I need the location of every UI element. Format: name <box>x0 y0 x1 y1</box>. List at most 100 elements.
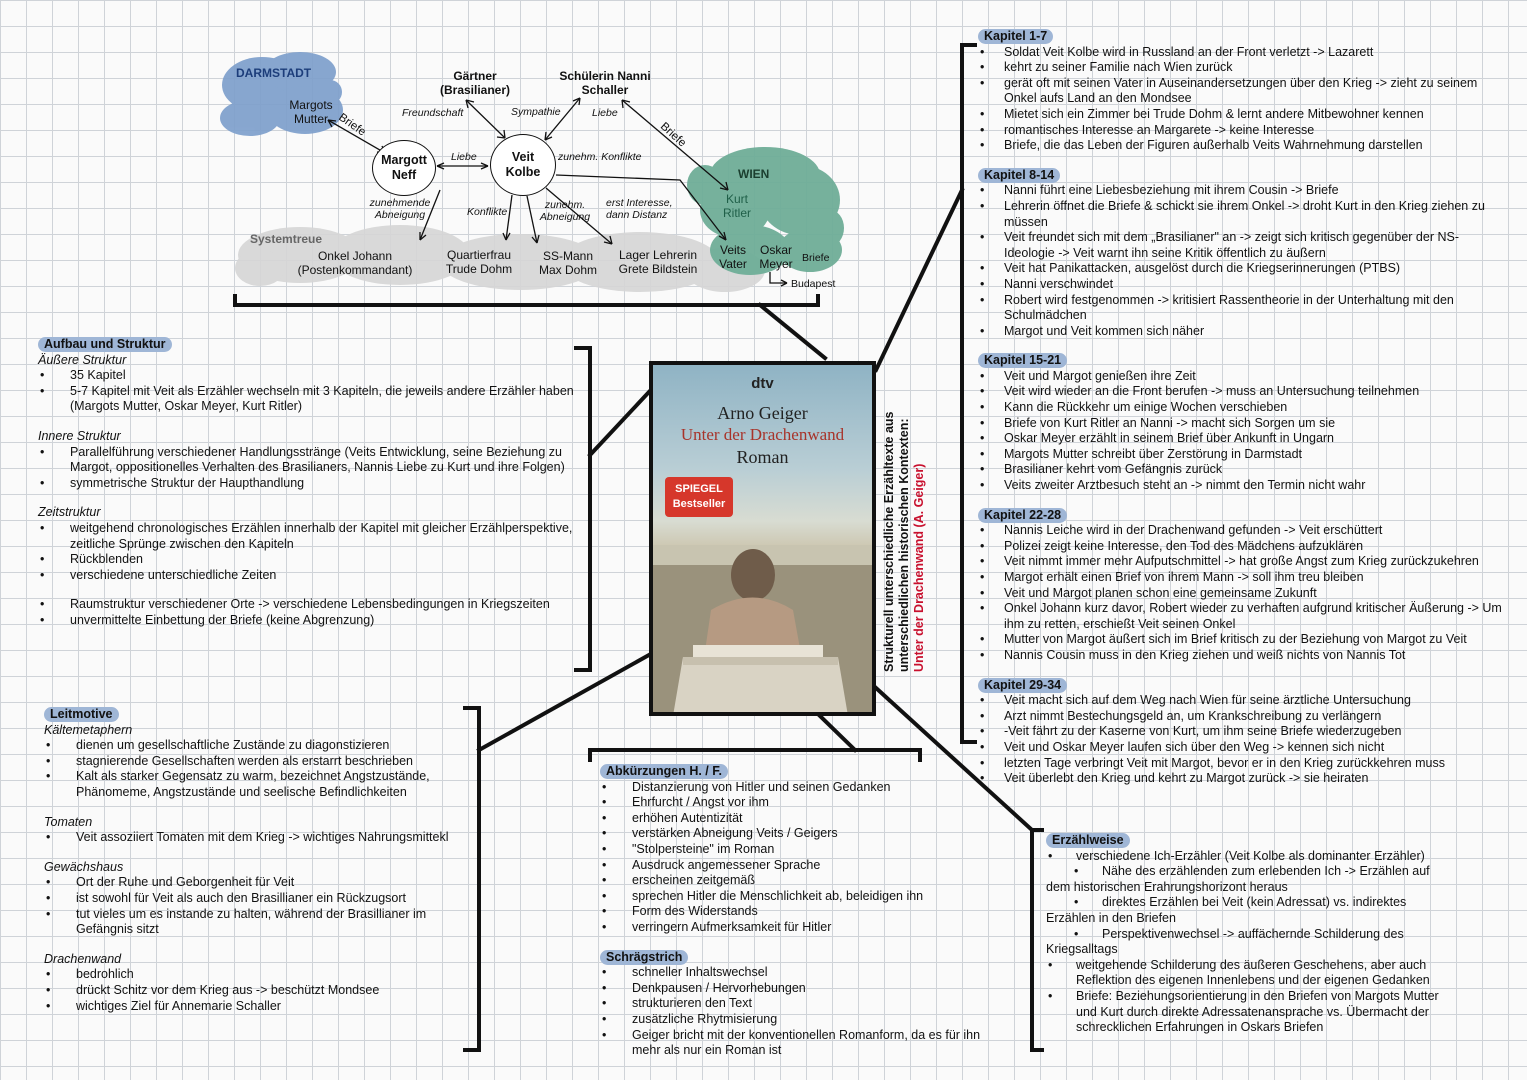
list-item: zusätzliche Rhytmisierung <box>600 1012 990 1028</box>
list-item: Denkpausen / Hervorhebungen <box>600 981 990 997</box>
leitmotiv-label: Tomaten <box>44 814 93 829</box>
list-item: 35 Kapitel <box>38 368 583 384</box>
list-item: Ehrfurcht / Angst vor ihm <box>600 795 990 811</box>
list-item: verringern Aufmerksamkeit für Hitler <box>600 920 990 936</box>
list-item: -Veit fährt zu der Kaserne von Kurt, um … <box>978 724 1508 740</box>
abkuerzungen-list: Distanzierung von Hitler und seinen Geda… <box>600 780 990 936</box>
aufbau-aeussere-list: 35 Kapitel 5-7 Kapitel mit Veit als Erzä… <box>38 368 583 415</box>
leitmotiv-list: bedrohlich drückt Schitz vor dem Krieg a… <box>44 967 464 1014</box>
edge-freundschaft: Freundschaft <box>402 107 464 119</box>
list-item: 5-7 Kapitel mit Veit als Erzähler wechse… <box>38 384 583 415</box>
vertical-caption: Strukturell unterschiedliche Erzähltexte… <box>882 412 927 673</box>
margott-neff-label: Margott Neff <box>381 153 427 182</box>
list-item: Onkel Johann kurz davor, Robert wieder z… <box>978 601 1508 632</box>
aufbau-raum-list: Raumstruktur verschiedener Orte -> versc… <box>38 597 583 628</box>
place-systemtreue: Systemtreue <box>250 232 323 246</box>
list-item: Lehrerin öffnet die Briefe & schickt sie… <box>978 199 1508 230</box>
edge-briefe-3: Briefe <box>802 252 830 264</box>
aufbau-innere-label: Innere Struktur <box>38 428 121 443</box>
kapitel-list: Veit macht sich auf dem Weg nach Wien fü… <box>978 693 1508 787</box>
list-item: Soldat Veit Kolbe wird in Russland an de… <box>978 45 1508 61</box>
aufbau-zeit-label: Zeitstruktur <box>38 505 101 520</box>
list-item: schneller Inhaltswechsel <box>600 965 990 981</box>
list-item: erhöhen Autentizität <box>600 811 990 827</box>
list-item: Briefe, die das Leben der Figuren außerh… <box>978 138 1508 154</box>
list-item: drückt Schitz vor dem Krieg aus -> besch… <box>44 983 464 999</box>
list-item: ist sowohl für Veit als auch den Brasill… <box>44 891 464 907</box>
veit-kolbe-label: Veit Kolbe <box>505 150 541 179</box>
edge-zunehm-konflikte: zunehm. Konflikte <box>558 151 642 163</box>
list-item: romantisches Interesse an Margarete -> k… <box>978 123 1508 139</box>
list-item: verschiedene unterschiedliche Zeiten <box>38 568 583 584</box>
list-item: kehrt zu seiner Familie nach Wien zurück <box>978 60 1508 76</box>
node-veits-vater: Veits Vater <box>719 243 747 271</box>
list-item: Robert wird festgenommen -> kritisiert R… <box>978 293 1508 324</box>
list-item-continuation: Erzählen in den Briefen <box>1046 910 1176 925</box>
kapitel-list: Soldat Veit Kolbe wird in Russland an de… <box>978 45 1508 154</box>
list-item: symmetrische Struktur der Haupthandlung <box>38 476 583 492</box>
aufbau-zeit-list: weitgehend chronologisches Erzählen inne… <box>38 521 583 583</box>
node-margott-neff: Margott Neff <box>372 140 436 196</box>
list-item: stagnierende Gesellschaften werden als e… <box>44 754 464 770</box>
node-onkel-johann: Onkel Johann (Postenkommandant) <box>297 249 413 277</box>
list-item: direktes Erzählen bei Veit (kein Adressa… <box>1046 895 1446 911</box>
list-item: Oskar Meyer erzählt in seinem Brief über… <box>978 431 1508 447</box>
aufbau-innere-list: Parallelführung verschiedener Handlungss… <box>38 445 583 492</box>
aufbau-title: Aufbau und Struktur <box>38 337 172 352</box>
list-item: erscheinen zeitgemäß <box>600 873 990 889</box>
list-item: Raumstruktur verschiedener Orte -> versc… <box>38 597 583 613</box>
list-item: Perspektivenwechsel -> auffächernde Schi… <box>1046 927 1446 943</box>
list-item: Polizei zeigt keine Interesse, den Tod d… <box>978 539 1508 555</box>
list-item: verschiedene Ich-Erzähler (Veit Kolbe al… <box>1046 849 1446 865</box>
cover-illustration <box>653 545 872 712</box>
list-item: Nanni führt eine Liebesbeziehung mit ihr… <box>978 183 1508 199</box>
list-item: dienen um gesellschaftliche Zustände zu … <box>44 738 464 754</box>
list-item: Veit freundet sich mit dem „Brasilianer"… <box>978 230 1508 261</box>
list-item: Form des Widerstands <box>600 904 990 920</box>
list-item: Veit hat Panikattacken, ausgelöst durch … <box>978 261 1508 277</box>
erzaehlweise-title: Erzählweise <box>1046 833 1130 848</box>
schraegstrich-title: Schrägstrich <box>600 949 689 965</box>
list-item: Ort der Ruhe und Geborgenheit für Veit <box>44 875 464 891</box>
edge-zunehm-abneigung: zunehm. Abneigung <box>539 199 591 223</box>
edge-erst-interesse: erst Interesse, dann Distanz <box>606 197 673 221</box>
list-item: Briefe: Beziehungsorientierung in den Br… <box>1046 989 1446 1036</box>
section-abkuerzungen: Abkürzungen H. / F. Distanzierung von Hi… <box>600 764 990 1059</box>
list-item: Veit und Oskar Meyer laufen sich über de… <box>978 740 1508 756</box>
kapitel-title: Kapitel 8-14 <box>978 167 1061 183</box>
node-oskar-meyer: Oskar Meyer <box>759 243 793 271</box>
leitmotiv-label: Kältemetaphern <box>44 722 133 737</box>
list-item: sprechen Hitler die Menschlichkeit ab, b… <box>600 889 990 905</box>
book-genre: Roman <box>736 447 789 467</box>
list-item: letzten Tage verbringt Veit mit Margot, … <box>978 756 1508 772</box>
node-margots-mutter: Margots Mutter <box>289 98 333 126</box>
list-item: Distanzierung von Hitler und seinen Geda… <box>600 780 990 796</box>
list-item: Margots Mutter schreibt über Zerstörung … <box>978 447 1508 463</box>
list-item: Veit macht sich auf dem Weg nach Wien fü… <box>978 693 1508 709</box>
aufbau-aeussere-label: Äußere Struktur <box>38 352 127 367</box>
list-item-continuation: dem historischen Erahrungshorizont herau… <box>1046 879 1288 894</box>
book-author: Arno Geiger <box>717 403 808 423</box>
book-publisher: dtv <box>751 375 774 392</box>
list-item: weitgehende Schilderung des äußeren Gesc… <box>1046 958 1446 989</box>
place-darmstadt: DARMSTADT <box>236 66 312 80</box>
list-item: Margot und Veit kommen sich näher <box>978 324 1508 340</box>
list-item-continuation: Kriegsalltags <box>1046 942 1118 957</box>
list-item: Veit und Margot genießen ihre Zeit <box>978 369 1508 385</box>
leitmotiv-list: dienen um gesellschaftliche Zustände zu … <box>44 738 464 800</box>
list-item: Kann die Rückkehr um einige Wochen versc… <box>978 400 1508 416</box>
list-item: Nannis Cousin muss in den Krieg ziehen u… <box>978 648 1508 664</box>
abkuerzungen-title: Abkürzungen H. / F. <box>600 764 728 779</box>
section-aufbau: Aufbau und Struktur Äußere Struktur 35 K… <box>38 337 583 629</box>
node-quartierfrau: Quartierfrau Trude Dohm <box>445 248 513 276</box>
erzaehlweise-list: verschiedene Ich-Erzähler (Veit Kolbe al… <box>1046 849 1446 1036</box>
kapitel-title: Kapitel 1-7 <box>978 29 1054 44</box>
list-item: strukturieren den Text <box>600 996 990 1012</box>
section-leitmotive: Leitmotive Kältemetaphern dienen um gese… <box>44 707 464 1014</box>
list-item: Veit überlebt den Krieg und kehrt zu Mar… <box>978 771 1508 787</box>
list-item: gerät oft mit seinen Vater in Auseinande… <box>978 76 1508 107</box>
book-title: Unter der Drachenwand <box>680 425 845 444</box>
edge-liebe-1: Liebe <box>451 151 477 163</box>
list-item: Kalt als starker Gegensatz zu warm, beze… <box>44 769 464 800</box>
